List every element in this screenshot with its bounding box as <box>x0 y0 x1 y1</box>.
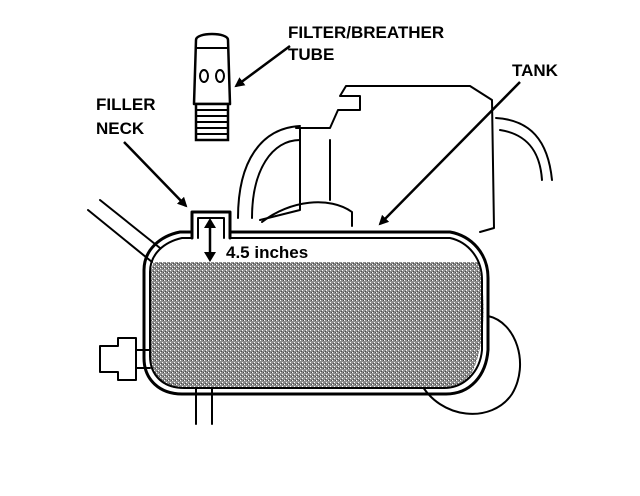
filter-arrow <box>234 44 291 88</box>
dimension-arrow-down-icon <box>204 252 216 262</box>
measurement-label: 4.5 inches <box>226 243 308 262</box>
filler-neck <box>190 210 232 240</box>
tank-shell <box>142 230 490 396</box>
tank-arrow <box>378 81 521 226</box>
tank-label: TANK <box>512 61 559 80</box>
filler-neck-label-line1: FILLER <box>96 95 156 114</box>
leader-arrows <box>123 44 521 226</box>
fluid-level-dimension <box>204 218 216 262</box>
filter-breather-tube <box>192 32 232 142</box>
dimension-arrow-up-icon <box>204 218 216 228</box>
tank-fluid <box>150 262 484 388</box>
filter-breather-label-line2: TUBE <box>288 45 334 64</box>
filter-breather-label-line1: FILTER/BREATHER <box>288 23 444 42</box>
filler-neck-arrow <box>123 141 188 208</box>
tank <box>142 210 490 396</box>
filler-neck-label-line2: NECK <box>96 119 145 138</box>
